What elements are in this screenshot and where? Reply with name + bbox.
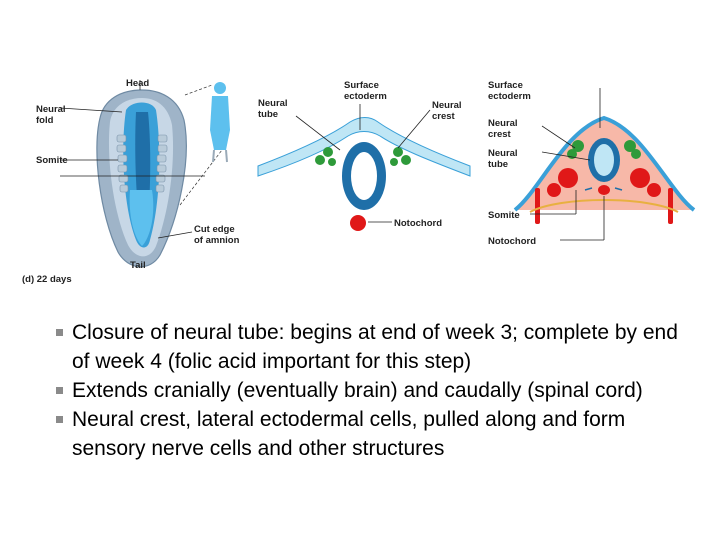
- bullet-item: Closure of neural tube: begins at end of…: [56, 318, 696, 376]
- bullet-item: Neural crest, lateral ectodermal cells, …: [56, 405, 696, 463]
- bullet-text: Closure of neural tube: begins at end of…: [72, 321, 678, 373]
- cross-section-late: [513, 88, 696, 241]
- label-somite: Somite: [36, 155, 68, 166]
- label-somite-2: Somite: [488, 210, 520, 221]
- bullet-item: Extends cranially (eventually brain) and…: [56, 376, 696, 405]
- bullet-square-icon: [56, 329, 63, 336]
- bullet-text: Neural crest, lateral ectodermal cells, …: [72, 408, 626, 460]
- bullet-list: Closure of neural tube: begins at end of…: [56, 318, 696, 463]
- cross-section-early: [257, 104, 471, 231]
- embryo-silhouette-icon: [210, 82, 230, 163]
- label-tail: Tail: [130, 260, 146, 271]
- embryo-dorsal-view: [59, 80, 230, 268]
- label-notochord-2: Notochord: [488, 236, 536, 247]
- bullet-square-icon: [56, 416, 63, 423]
- label-head: Head: [126, 78, 149, 89]
- bullet-text: Extends cranially (eventually brain) and…: [72, 379, 643, 402]
- figure-caption: (d) 22 days: [22, 274, 72, 285]
- label-notochord-1: Notochord: [394, 218, 442, 229]
- bullet-square-icon: [56, 387, 63, 394]
